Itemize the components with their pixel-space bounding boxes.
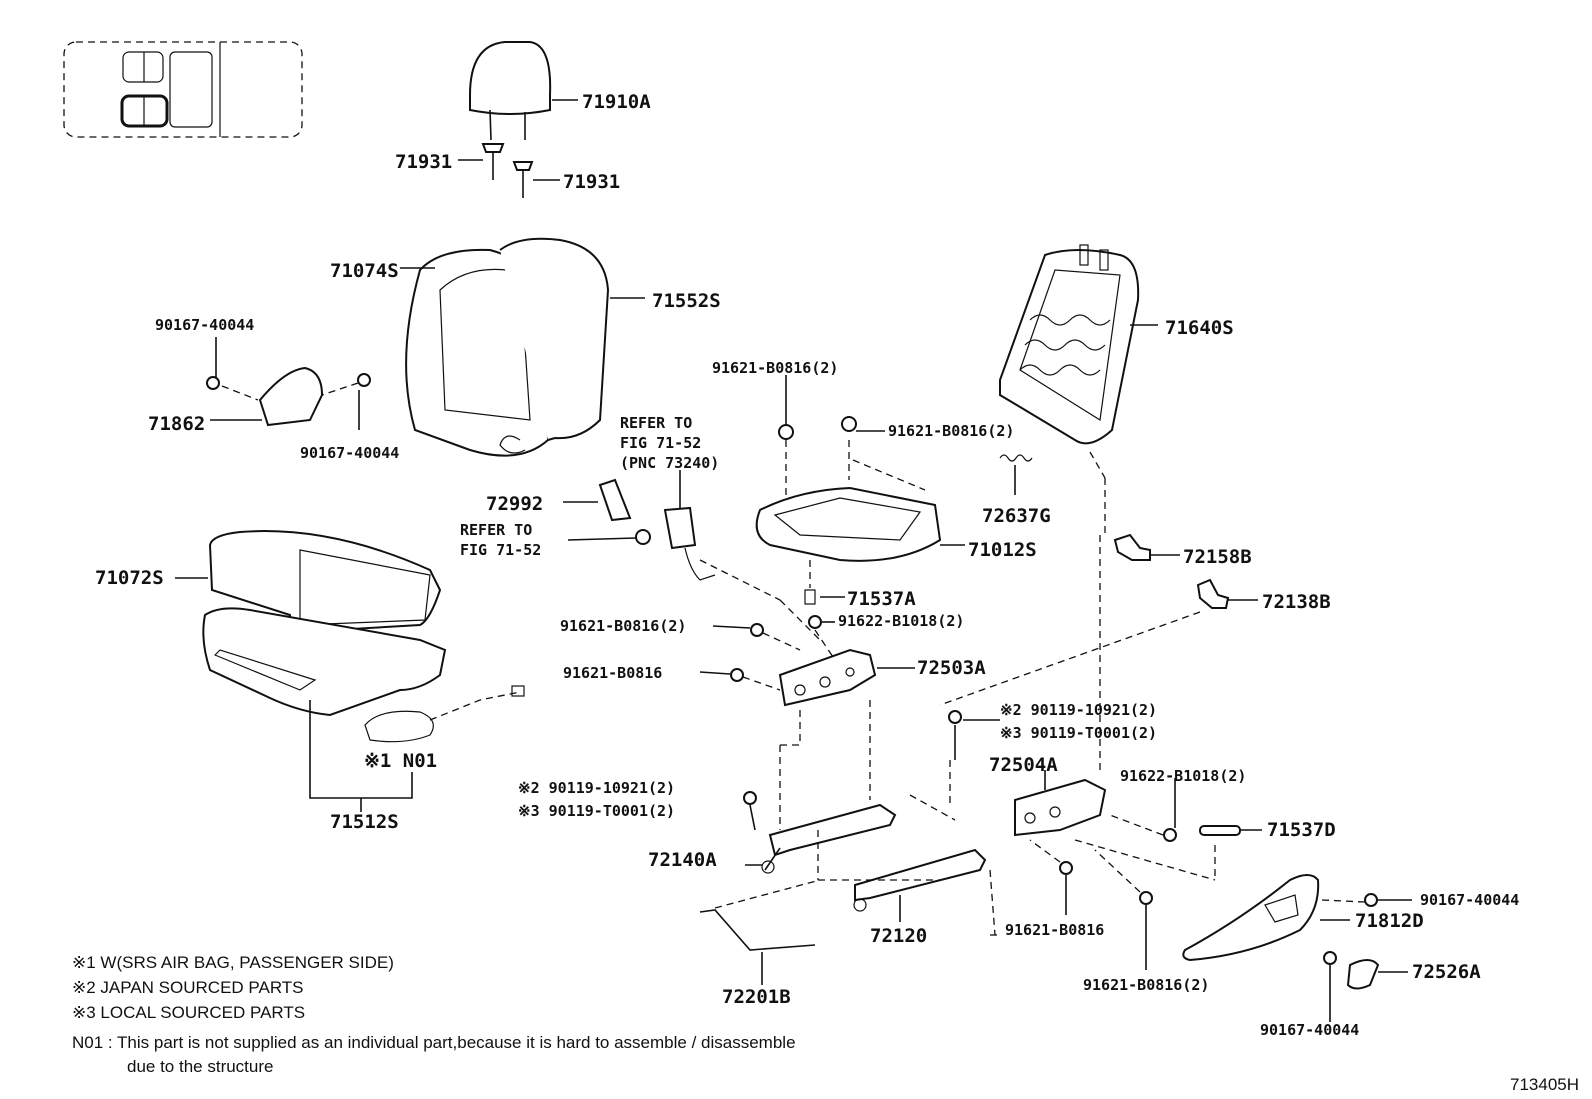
label-91621-left1: 91621-B0816(2): [560, 617, 686, 635]
seat-location-key: [63, 41, 303, 138]
label-72140a: 72140A: [648, 849, 717, 871]
label-90167-upper-left: 90167-40044: [155, 316, 254, 334]
label-90167-right-upper: 90167-40044: [1420, 891, 1519, 909]
label-72992: 72992: [486, 493, 543, 515]
label-71812d: 71812D: [1355, 910, 1424, 932]
label-91622-b: 91622-B1018(2): [1120, 767, 1246, 785]
label-refer-fig-1: FIG 71-52: [620, 434, 701, 452]
label-91622-a: 91622-B1018(2): [838, 612, 964, 630]
label-71910a: 71910A: [582, 91, 651, 113]
adjuster-72503a-shape: [699, 559, 915, 707]
adjuster-72504a-shape: [948, 535, 1262, 970]
label-72637g: 72637G: [982, 505, 1051, 527]
seat-track-72140a-shape: [743, 700, 956, 874]
note-2: ※2 JAPAN SOURCED PARTS: [72, 978, 304, 997]
bracket-72138b-shape: [939, 578, 1258, 706]
label-refer-to-1: REFER TO: [620, 414, 692, 432]
label-71640s: 71640S: [1165, 317, 1234, 339]
figure-id: 713405H: [1510, 1075, 1579, 1094]
label-72120: 72120: [870, 925, 927, 947]
note-3: ※3 LOCAL SOURCED PARTS: [72, 1003, 305, 1022]
label-71012s: 71012S: [968, 539, 1037, 561]
note-n01-cont: due to the structure: [127, 1057, 273, 1076]
label-71072s: 71072S: [95, 567, 164, 589]
label-71552s: 71552S: [652, 290, 721, 312]
label-91621-bot1: 91621-B0816: [1005, 921, 1104, 939]
wire-72201b-shape: [699, 879, 821, 985]
label-90119-left-a: ※2 90119-10921(2): [518, 779, 675, 797]
headrest-shape: [469, 41, 578, 141]
label-71862: 71862: [148, 413, 205, 435]
label-72504a: 72504A: [989, 754, 1058, 776]
label-91621-mid: 91621-B0816(2): [888, 422, 1014, 440]
label-71537a: 71537A: [847, 588, 916, 610]
note-1: ※1 W(SRS AIR BAG, PASSENGER SIDE): [72, 953, 394, 972]
headrest-guide-shapes: [458, 143, 560, 198]
label-72138b: 72138B: [1262, 591, 1331, 613]
label-91621-top: 91621-B0816(2): [712, 359, 838, 377]
footnotes: ※1 W(SRS AIR BAG, PASSENGER SIDE) ※2 JAP…: [72, 953, 1579, 1094]
label-91621-left2: 91621-B0816: [563, 664, 662, 682]
label-72503a: 72503A: [917, 657, 986, 679]
label-90119-right-b: ※3 90119-T0001(2): [1000, 724, 1157, 742]
label-71537d: 71537D: [1267, 819, 1336, 841]
label-72201b: 72201B: [722, 986, 791, 1008]
label-71074s: 71074S: [330, 260, 399, 282]
seatback-frame-shape: [999, 244, 1158, 535]
bracket-72158b-shape: [1113, 533, 1180, 561]
label-71931-left: 71931: [395, 151, 452, 173]
note-n01: N01 : This part is not supplied as an in…: [72, 1033, 796, 1052]
label-71931-right: 71931: [563, 171, 620, 193]
label-90167-right-lower: 90167-40044: [1260, 1021, 1359, 1039]
side-cover-shape: [206, 337, 371, 430]
side-shield-71812d-shape: [1182, 874, 1412, 1022]
label-n01: ※1 N01: [364, 750, 437, 772]
label-91621-bot2: 91621-B0816(2): [1083, 976, 1209, 994]
label-refer-fig-2: FIG 71-52: [460, 541, 541, 559]
seat-track-72120-shape: [817, 830, 1000, 936]
part-labels: 71910A 71931 71931 71074S 71552S 90167-4…: [95, 91, 1519, 1039]
label-refer-pnc: (PNC 73240): [620, 454, 719, 472]
label-90119-left-b: ※3 90119-T0001(2): [518, 802, 675, 820]
buckle-shape: [563, 470, 716, 581]
label-71512s: 71512S: [330, 811, 399, 833]
label-refer-to-2: REFER TO: [460, 521, 532, 539]
label-72158b: 72158B: [1183, 546, 1252, 568]
label-90119-right-a: ※2 90119-10921(2): [1000, 701, 1157, 719]
label-72526a: 72526A: [1412, 961, 1481, 983]
label-90167-upper-right: 90167-40044: [300, 444, 399, 462]
occupant-sensor-shape: [364, 685, 525, 743]
seatback-cover-shape: [400, 237, 645, 457]
seat-cushion-shape: [175, 530, 447, 812]
cushion-pan-shape: [755, 375, 965, 605]
